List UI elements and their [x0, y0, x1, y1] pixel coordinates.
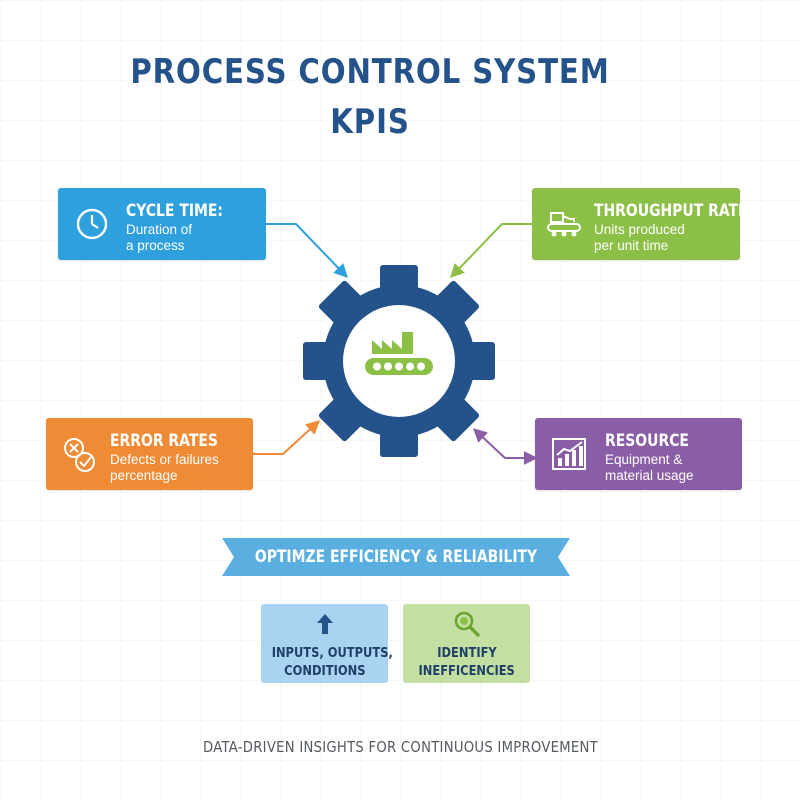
error-rates-description: Defects or failures percentage: [110, 452, 250, 484]
cycle-time-heading: CYCLE TIME:: [126, 201, 223, 221]
gear-factory-icon: [303, 265, 495, 457]
resource-heading: RESOURCE: [605, 431, 689, 451]
resource-line1: Equipment &: [605, 452, 683, 467]
error-rates-heading: ERROR RATES: [110, 431, 218, 451]
throughput-line2: per unit time: [594, 238, 669, 253]
resource-line2: material usage: [605, 468, 694, 483]
kpi-card-resource: RESOURCE Equipment & material usage: [535, 418, 742, 490]
identify-line2: INEFFICENCIES: [418, 663, 515, 679]
footer-tagline: DATA-DRIVEN INSIGHTS FOR CONTINUOUS IMPR…: [203, 738, 598, 756]
inputs-outputs-label: INPUTS, OUTPUTS, CONDITIONS: [261, 644, 393, 680]
connector-resource: [472, 428, 538, 465]
efficiency-banner: [222, 538, 570, 576]
identify-inefficiencies-box: IDENTIFY INEFFICENCIES: [403, 604, 530, 683]
resource-description: Equipment & material usage: [605, 452, 725, 484]
cycle-time-description: Duration of a process: [126, 222, 246, 254]
inputs-outputs-box: INPUTS, OUTPUTS, CONDITIONS: [261, 604, 393, 683]
inputs-line2: CONDITIONS: [283, 663, 366, 679]
magnifier-icon: [454, 611, 480, 637]
clock-icon: [76, 208, 108, 240]
kpi-card-throughput: THROUGHPUT RATE: Units produced per unit…: [532, 188, 753, 260]
bar-chart-icon: [552, 438, 586, 470]
identify-line1: IDENTIFY: [436, 645, 497, 661]
kpi-card-error-rates: ERROR RATES Defects or failures percenta…: [46, 418, 253, 490]
conveyor-icon: [547, 212, 581, 237]
banner-text: OPTIMZE EFFICIENCY & RELIABILITY: [254, 547, 538, 567]
error-rates-line1: Defects or failures: [110, 452, 219, 467]
error-rates-line2: percentage: [110, 468, 178, 483]
connector-error-rates: [253, 420, 321, 455]
throughput-line1: Units produced: [594, 222, 685, 237]
connector-cycle-time: [266, 223, 348, 279]
up-arrow-icon: [317, 614, 333, 634]
cycle-time-line2: a process: [126, 238, 185, 253]
page-title-line2: KPIS: [330, 102, 410, 142]
inputs-line1: INPUTS, OUTPUTS,: [271, 645, 393, 661]
error-check-icon: [64, 438, 95, 472]
connector-throughput: [450, 223, 532, 279]
cycle-time-line1: Duration of: [126, 222, 193, 237]
throughput-description: Units produced per unit time: [594, 222, 714, 254]
page-title: PROCESS CONTROL SYSTEM: [130, 52, 610, 92]
kpi-card-cycle-time: CYCLE TIME: Duration of a process: [58, 188, 266, 260]
identify-label: IDENTIFY INEFFICENCIES: [403, 644, 530, 680]
throughput-heading: THROUGHPUT RATE:: [594, 201, 754, 221]
